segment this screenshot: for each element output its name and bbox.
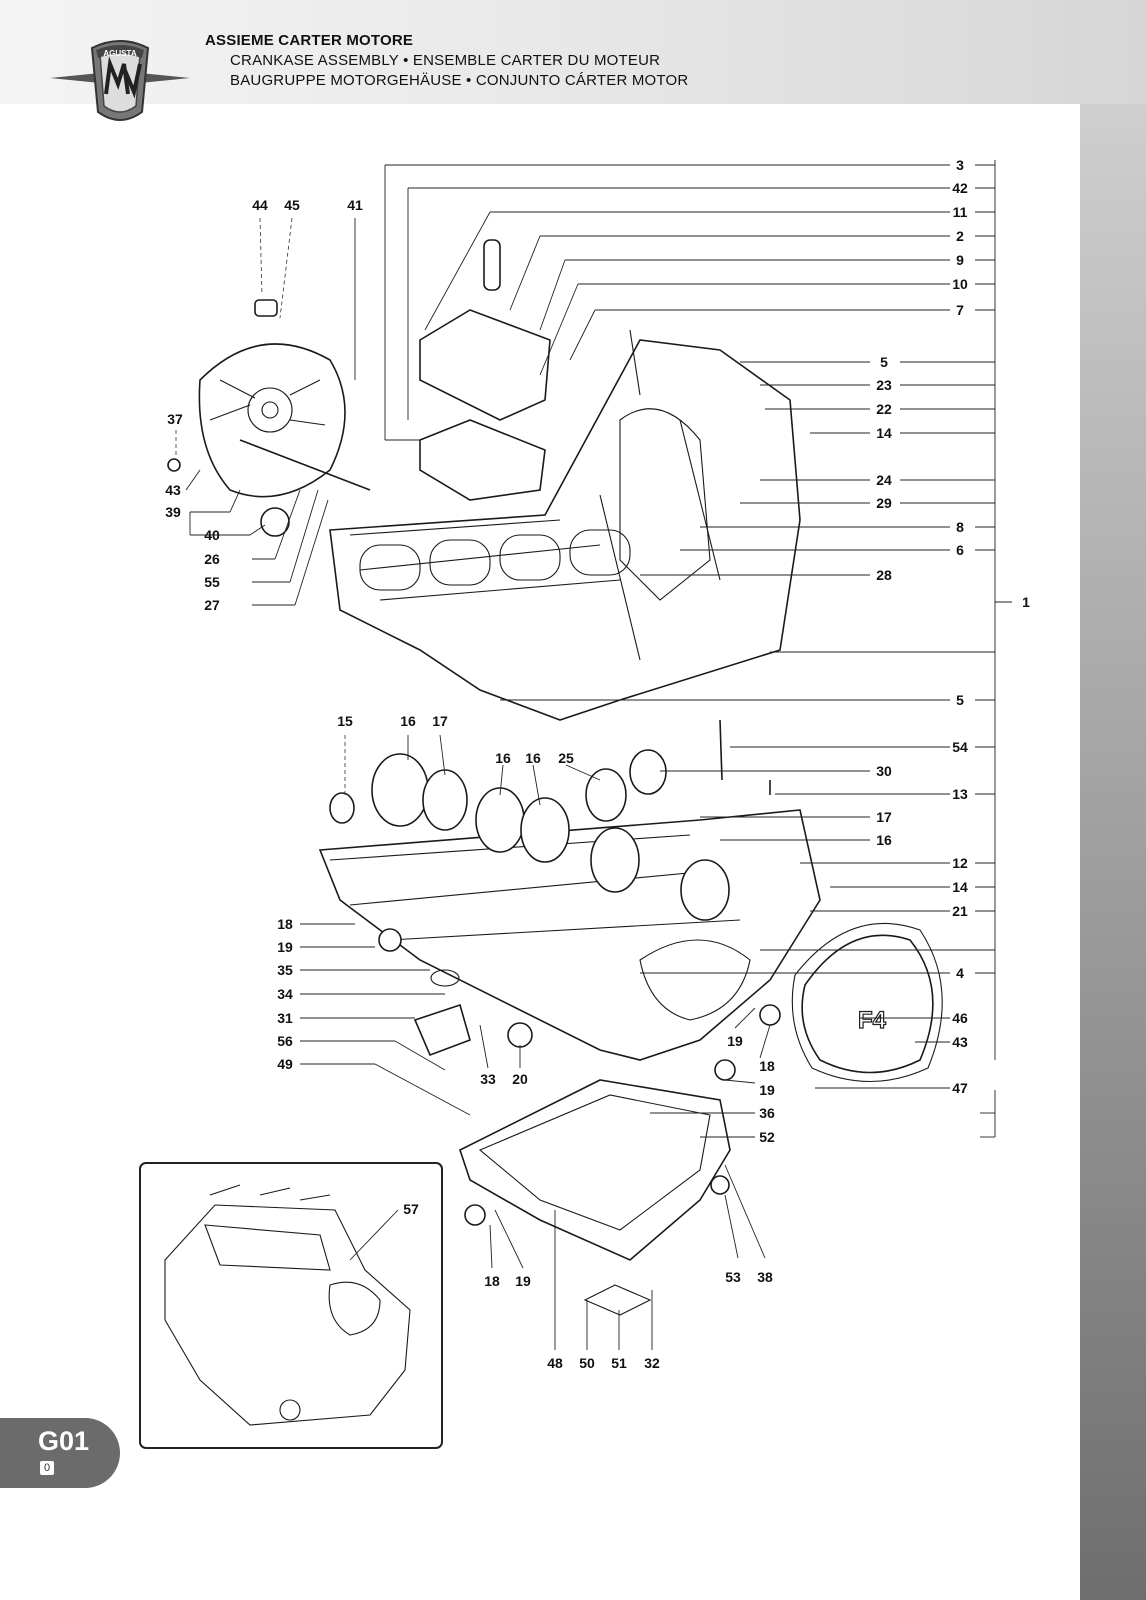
callout-35: 35 <box>277 962 293 978</box>
section-code: G01 <box>38 1426 90 1456</box>
callout-28: 28 <box>876 567 892 583</box>
callout-7: 7 <box>956 302 964 318</box>
callout-51: 51 <box>611 1355 627 1371</box>
section-badge <box>0 1418 120 1488</box>
callout-57: 57 <box>403 1201 419 1217</box>
mv-agusta-logo-icon: AGUSTA <box>50 40 190 121</box>
callout-53: 53 <box>725 1269 741 1285</box>
callout-44: 44 <box>252 197 268 213</box>
callout-16-c: 16 <box>525 750 541 766</box>
callout-13: 13 <box>952 786 968 802</box>
callout-43-left: 43 <box>165 482 181 498</box>
callout-2: 2 <box>956 228 964 244</box>
callout-46: 46 <box>952 1010 968 1026</box>
callout-48: 48 <box>547 1355 563 1371</box>
callout-10: 10 <box>952 276 968 292</box>
page-subtitle-2: BAUGRUPPE MOTORGEHÄUSE • CONJUNTO CÁRTER… <box>230 72 689 89</box>
callout-14: 14 <box>876 425 892 441</box>
breather-cover <box>419 239 551 501</box>
callout-6: 6 <box>956 542 964 558</box>
callout-49: 49 <box>277 1056 293 1072</box>
callout-5-lower: 5 <box>956 692 964 708</box>
callout-16-right: 16 <box>876 832 892 848</box>
page-subtitle-1: CRANKASE ASSEMBLY • ENSEMBLE CARTER DU M… <box>230 52 661 69</box>
callout-42: 42 <box>952 180 968 196</box>
callout-15: 15 <box>337 713 353 729</box>
right-edge-band <box>1080 104 1146 1600</box>
callout-55: 55 <box>204 574 220 590</box>
callout-22: 22 <box>876 401 892 417</box>
callout-39: 39 <box>165 504 181 520</box>
callout-20: 20 <box>512 1071 528 1087</box>
callout-34: 34 <box>277 986 293 1002</box>
logo-text: AGUSTA <box>103 49 136 58</box>
revision-marker: 0 <box>40 1461 54 1475</box>
callout-38: 38 <box>757 1269 773 1285</box>
callout-21: 21 <box>952 903 968 919</box>
callout-31: 31 <box>277 1010 293 1026</box>
callout-41: 41 <box>347 197 363 213</box>
callout-19-b: 19 <box>727 1033 743 1049</box>
callout-11: 11 <box>953 204 968 220</box>
callout-19-c: 19 <box>759 1082 775 1098</box>
callout-17-left: 17 <box>432 713 448 729</box>
callout-24: 24 <box>876 472 892 488</box>
callout-40: 40 <box>204 527 220 543</box>
callout-25: 25 <box>558 750 574 766</box>
page-title: ASSIEME CARTER MOTORE <box>205 32 414 49</box>
callout-19-d: 19 <box>515 1273 531 1289</box>
callout-56: 56 <box>277 1033 293 1049</box>
engine-inset <box>139 1162 443 1449</box>
leader-lines <box>175 160 1012 1350</box>
callout-16-b: 16 <box>495 750 511 766</box>
main-bearing-shells <box>329 749 730 921</box>
callout-33: 33 <box>480 1071 496 1087</box>
f4-emblem-text: F4 <box>858 1007 887 1034</box>
callout-14-lower: 14 <box>952 879 968 895</box>
callout-54: 54 <box>952 739 968 755</box>
callout-32: 32 <box>644 1355 660 1371</box>
small-parts <box>378 719 781 1081</box>
callout-18-b: 18 <box>759 1058 775 1074</box>
crankcase-upper-half <box>329 329 801 721</box>
callout-27: 27 <box>204 597 220 613</box>
generator-cover <box>167 299 371 537</box>
callout-1: 1 <box>1022 594 1030 610</box>
callout-8: 8 <box>956 519 964 535</box>
callout-4: 4 <box>956 965 964 981</box>
callout-17-right: 17 <box>876 809 892 825</box>
callout-47: 47 <box>952 1080 968 1096</box>
callout-16-a: 16 <box>400 713 416 729</box>
callout-3: 3 <box>956 157 964 173</box>
page-header <box>0 0 1146 104</box>
callout-37: 37 <box>167 411 183 427</box>
callout-30: 30 <box>876 763 892 779</box>
clutch-cover: F4 <box>791 922 943 1083</box>
callout-5: 5 <box>880 354 888 370</box>
callout-12: 12 <box>952 855 968 871</box>
callout-50: 50 <box>579 1355 595 1371</box>
callout-9: 9 <box>956 252 964 268</box>
callout-26: 26 <box>204 551 220 567</box>
callout-18-c: 18 <box>484 1273 500 1289</box>
callout-45: 45 <box>284 197 300 213</box>
callout-29: 29 <box>876 495 892 511</box>
callout-18-a: 18 <box>277 916 293 932</box>
callout-23: 23 <box>876 377 892 393</box>
callout-36: 36 <box>759 1105 775 1121</box>
oil-pan <box>459 1079 731 1316</box>
callout-19-a: 19 <box>277 939 293 955</box>
callout-43-right: 43 <box>952 1034 968 1050</box>
callout-labels: 3 42 11 2 9 10 7 5 23 22 14 24 29 8 6 28… <box>165 157 1030 1371</box>
callout-52: 52 <box>759 1129 775 1145</box>
